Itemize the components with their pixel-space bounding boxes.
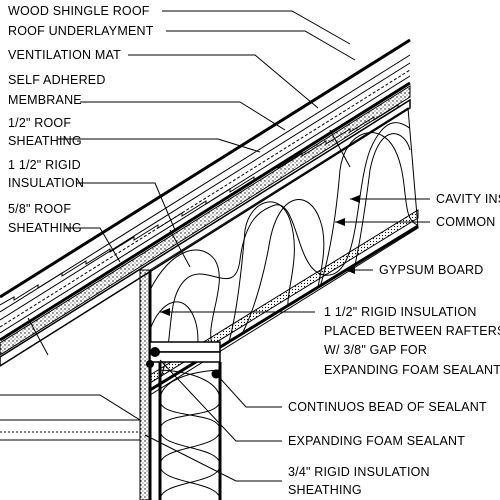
- label-wood-shingle-roof: WOOD SHINGLE ROOF: [8, 4, 150, 18]
- label-ventilation-mat: VENTILATION MAT: [8, 48, 121, 62]
- label-rigid-between-line3: W/ 3/8" GAP FOR: [324, 343, 427, 357]
- label-cavity-insulation: CAVITY INS: [436, 192, 500, 206]
- five-eighths-roof-sheathing: [0, 98, 411, 367]
- label-expanding-foam: EXPANDING FOAM SEALANT: [288, 434, 465, 448]
- label-gypsum-board: GYPSUM BOARD: [379, 263, 484, 277]
- label-wall-sheathing-line1: 3/4" RIGID INSULATION: [288, 465, 430, 479]
- callout-labels: WOOD SHINGLE ROOF ROOF UNDERLAYMENT VENT…: [8, 4, 500, 497]
- label-self-adhered-line2: MEMBRANE: [8, 93, 82, 107]
- double-top-plate: [149, 351, 221, 363]
- ventilation-mat-layer: [0, 62, 411, 334]
- label-58-sheathing-line1: 5/8" ROOF: [8, 202, 71, 216]
- label-58-sheathing-line2: SHEATHING: [8, 221, 82, 235]
- roof-fasteners: [27, 129, 351, 356]
- leader-arrowheads: [160, 195, 360, 316]
- label-rigid-insulation-line2: INSULATION: [8, 176, 84, 190]
- label-rigid-between-line2: PLACED BETWEEN RAFTERS: [324, 324, 500, 338]
- label-half-sheathing-line2: SHEATHING: [8, 134, 82, 148]
- label-roof-underlayment: ROOF UNDERLAYMENT: [8, 24, 154, 38]
- wall-rigid-sheathing: [139, 269, 150, 500]
- rigid-insulation-layer: [0, 85, 411, 356]
- label-wall-sheathing-line2: SHEATHING: [288, 483, 362, 497]
- sealant-bead-icon: [150, 347, 160, 357]
- label-continuous-bead: CONTINUOS BEAD OF SEALANT: [288, 400, 487, 414]
- top-plate: [149, 341, 221, 353]
- half-inch-roof-sheathing: [0, 81, 411, 342]
- roof-assembly: [0, 38, 411, 367]
- label-rigid-between-line4: EXPANDING FOAM SEALANT: [324, 363, 500, 377]
- label-half-sheathing-line1: 1/2" ROOF: [8, 116, 71, 130]
- label-self-adhered-line1: SELF ADHERED: [8, 73, 106, 87]
- wall-cavity-insulation: [160, 369, 220, 500]
- label-rigid-insulation-line1: 1 1/2" RIGID: [8, 158, 81, 172]
- wall-assembly: [0, 269, 222, 500]
- label-common-rafter: COMMON R: [436, 215, 500, 229]
- sealant-bead-icon: [146, 360, 154, 368]
- label-rigid-between-line1: 1 1/2" RIGID INSULATION: [324, 305, 477, 319]
